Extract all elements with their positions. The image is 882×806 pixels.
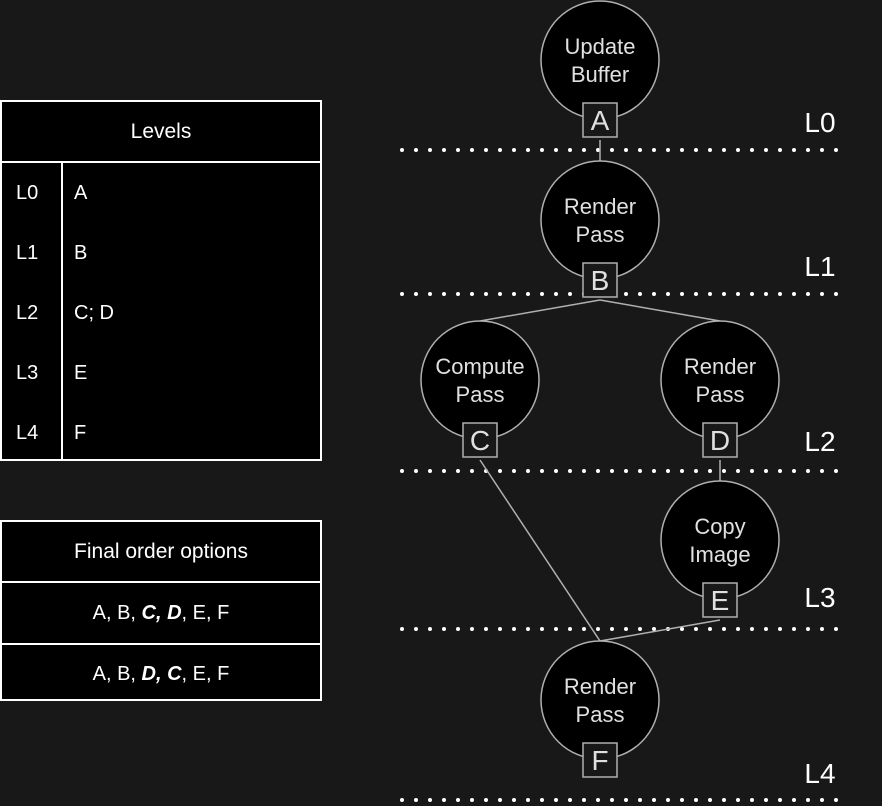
levels-row: L3 E <box>2 343 320 403</box>
level-label: L2 <box>16 301 39 324</box>
node-id: D <box>710 425 730 456</box>
node-label: Pass <box>576 222 625 247</box>
order-swapped-pair: D, C <box>141 662 182 685</box>
node-id: A <box>591 105 610 136</box>
order-prefix: A, B, <box>92 601 142 624</box>
node-circle <box>540 160 660 280</box>
level-nodes: A <box>74 181 88 204</box>
level-marker: L3 <box>804 582 835 613</box>
node-id: C <box>470 425 490 456</box>
levels-row: L0 A <box>2 163 320 223</box>
level-label: L4 <box>16 421 39 444</box>
node-label: Copy <box>694 514 745 539</box>
order-option: A, B, C, D, E, F <box>2 583 320 643</box>
node-id-box <box>582 262 618 298</box>
level-marker: L4 <box>804 758 835 789</box>
node-circle <box>420 320 540 440</box>
node-id: F <box>591 745 608 776</box>
node-label: Pass <box>576 702 625 727</box>
node-id: B <box>591 265 610 296</box>
node-label: Compute <box>435 354 524 379</box>
order-suffix: , E, F <box>181 601 230 624</box>
order-swapped-pair: C, D <box>141 601 182 624</box>
edge <box>599 619 721 642</box>
level-marker: L1 <box>804 251 835 282</box>
edge <box>479 299 601 322</box>
edge <box>479 459 601 642</box>
node-label: Pass <box>456 382 505 407</box>
level-nodes: F <box>74 421 87 444</box>
level-label: L3 <box>16 361 39 384</box>
node-id: E <box>711 585 730 616</box>
order-options-header: Final order options <box>2 522 320 583</box>
node-label: Render <box>564 194 636 219</box>
order-prefix: A, B, <box>92 662 142 685</box>
levels-table: Levels L0 A L1 B L2 C; D L3 E L4 F <box>0 100 322 461</box>
order-suffix: , E, F <box>181 662 230 685</box>
node-id-box <box>462 422 498 458</box>
node-label: Update <box>565 34 636 59</box>
levels-row: L2 C; D <box>2 283 320 343</box>
node-label: Pass <box>696 382 745 407</box>
level-marker: L0 <box>804 107 835 138</box>
node-label: Buffer <box>571 62 629 87</box>
edge <box>599 299 721 322</box>
levels-table-body: L0 A L1 B L2 C; D L3 E L4 F <box>2 163 320 463</box>
levels-row: L1 B <box>2 223 320 283</box>
levels-table-header: Levels <box>2 102 320 163</box>
node-circle <box>660 480 780 600</box>
node-id-box <box>702 582 738 618</box>
node-circle <box>540 0 660 120</box>
order-option: A, B, D, C, E, F <box>2 643 320 703</box>
level-nodes: B <box>74 241 88 264</box>
level-nodes: C; D <box>74 301 114 324</box>
node-id-box <box>582 102 618 138</box>
node-label: Render <box>684 354 756 379</box>
node-id-box <box>582 742 618 778</box>
level-label: L0 <box>16 181 39 204</box>
node-label: Image <box>689 542 750 567</box>
level-nodes: E <box>74 361 88 384</box>
node-circle <box>660 320 780 440</box>
node-id-box <box>702 422 738 458</box>
node-circle <box>540 640 660 760</box>
levels-row: L4 F <box>2 403 320 463</box>
level-marker: L2 <box>804 426 835 457</box>
node-label: Render <box>564 674 636 699</box>
level-label: L1 <box>16 241 39 264</box>
levels-table-divider <box>61 161 63 459</box>
